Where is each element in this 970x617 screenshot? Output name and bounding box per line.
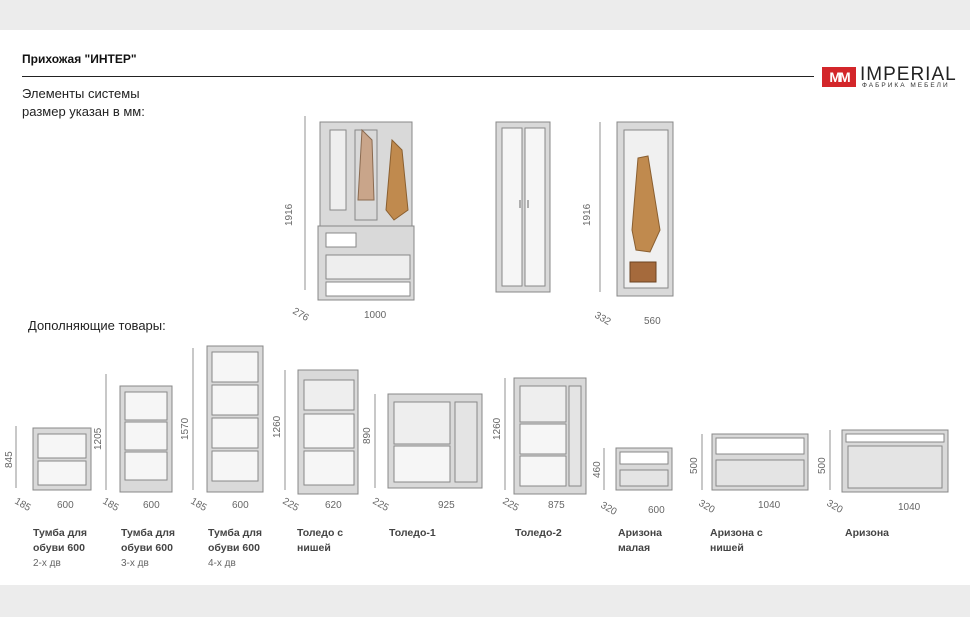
brand-logo: MM IMPERIAL ФАБРИКА МЕБЕЛИ	[822, 64, 962, 90]
system-caption-line1: Элементы системы	[22, 86, 140, 101]
p3-width: 600	[232, 500, 249, 511]
logo-mark: MM	[822, 67, 856, 87]
p1-width: 600	[57, 500, 74, 511]
logo-brand: IMPERIAL	[860, 64, 957, 85]
p7-width: 600	[648, 505, 665, 516]
p3-name: Тумба для обуви 600	[208, 527, 263, 554]
p8-name: Аризона с нишей	[710, 527, 763, 554]
set-width-dim: 1000	[364, 310, 387, 321]
p1-height: 845	[4, 451, 15, 468]
additional-heading: Дополняющие товары:	[28, 318, 166, 333]
p6-height: 1260	[492, 417, 503, 440]
p5-height: 890	[362, 427, 373, 444]
p2-sub: 3-х дв	[121, 558, 149, 569]
wardrobe-width-dim: 560	[644, 316, 661, 327]
set-height-dim: 1916	[284, 203, 295, 226]
p2-height: 1205	[93, 427, 104, 450]
p8-width: 1040	[758, 500, 781, 511]
product-drawing-1	[32, 427, 92, 491]
product-drawing-5	[387, 393, 483, 489]
p6-width: 875	[548, 500, 565, 511]
product-drawing-8	[711, 433, 809, 491]
p5-width: 925	[438, 500, 455, 511]
system-caption: Элементы системы размер указан в мм:	[22, 85, 145, 121]
p3-sub: 4-х дв	[208, 558, 236, 569]
p9-width: 1040	[898, 502, 921, 513]
system-caption-line2: размер указан в мм:	[22, 104, 145, 119]
p4-height: 1260	[272, 415, 283, 438]
p9-height: 500	[817, 457, 828, 474]
catalog-sheet: Прихожая "ИНТЕР" MM IMPERIAL ФАБРИКА МЕБ…	[0, 30, 970, 585]
product-drawing-3	[206, 345, 264, 493]
product-drawing-2	[119, 385, 173, 493]
product-drawing-4	[297, 369, 359, 495]
p8-height: 500	[689, 457, 700, 474]
wardrobe-height-dim: 1916	[582, 203, 593, 226]
furniture-drawings	[15, 116, 949, 495]
p1-name: Тумба для обуви 600	[33, 527, 88, 554]
product-drawing-6	[513, 377, 587, 495]
p5-name: Толедо-1	[389, 527, 436, 539]
p3-height: 1570	[180, 417, 191, 440]
p7-name: Аризона малая	[618, 527, 663, 554]
product-drawing-7	[615, 447, 673, 491]
p7-height: 460	[592, 461, 603, 478]
p6-name: Толедо-2	[515, 527, 562, 539]
wardrobe-drawing	[495, 121, 551, 293]
p4-name: Толедо с нишей	[297, 527, 344, 554]
page-title: Прихожая "ИНТЕР"	[22, 52, 137, 66]
title-rule	[22, 76, 814, 77]
p4-width: 620	[325, 500, 342, 511]
product-drawing-9	[841, 429, 949, 493]
p2-name: Тумба для обуви 600	[121, 527, 176, 554]
p2-width: 600	[143, 500, 160, 511]
hallway-set-drawing	[317, 121, 415, 301]
open-wardrobe-drawing	[616, 121, 674, 297]
logo-subtitle: ФАБРИКА МЕБЕЛИ	[862, 82, 950, 89]
p1-sub: 2-х дв	[33, 558, 61, 569]
p9-name: Аризона	[845, 527, 890, 539]
